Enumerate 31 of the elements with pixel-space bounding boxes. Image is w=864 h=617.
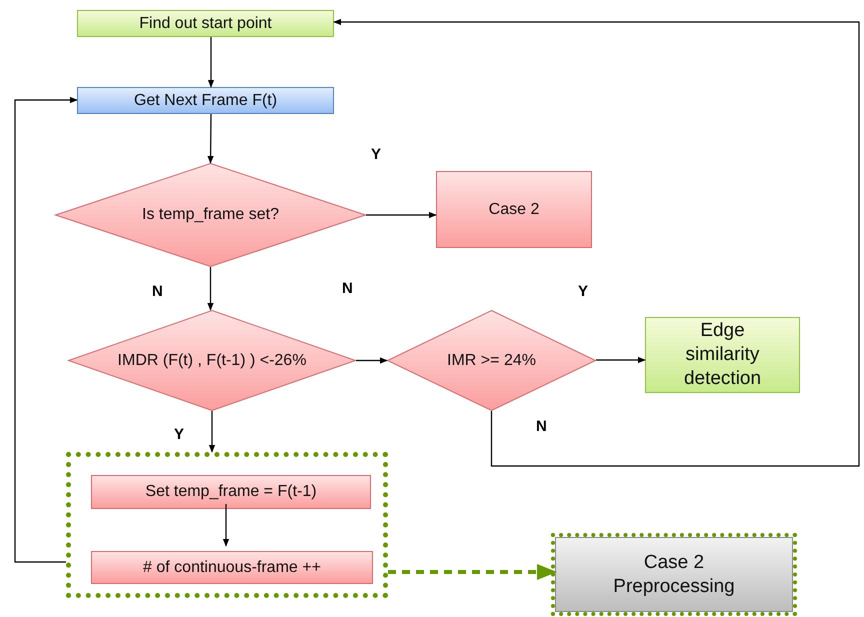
process-box: [645, 317, 800, 393]
arrow: [208, 37, 214, 88]
process-box: [91, 475, 371, 509]
arrow: [207, 267, 214, 311]
node-label: Is temp_frame set?: [142, 206, 279, 224]
decision-diamond: [387, 310, 596, 411]
decision-diamond: [55, 163, 366, 267]
arrow: [207, 114, 214, 164]
process-box: [77, 87, 334, 114]
process-box: [91, 551, 373, 584]
dashed-arrow: [388, 564, 557, 580]
process-box: [77, 10, 334, 37]
decision-diamond: [68, 310, 356, 411]
arrow: [14, 96, 78, 563]
node-label: Get Next Frame F(t): [134, 92, 278, 110]
dashed-group-box: [66, 452, 388, 598]
arrow: [356, 357, 388, 364]
arrow: [596, 356, 646, 364]
node-label: IMR >= 24%: [447, 352, 536, 370]
node-label: # of continuous-frame ++: [143, 558, 321, 576]
arrow: [222, 504, 230, 547]
node-label: Edge similarity detection: [682, 319, 762, 391]
node-label: Set temp_frame = F(t-1): [145, 483, 317, 501]
arrow: [366, 212, 437, 218]
arrow: [208, 411, 216, 453]
node-label: Find out start point: [139, 14, 272, 32]
arrow: [333, 18, 860, 467]
process-box: [436, 171, 592, 248]
node-label: Case 2: [488, 200, 540, 218]
node-label: IMDR (F(t) , F(t-1) ) <-26%: [118, 352, 306, 370]
node-label: Case 2 Preprocessing: [612, 550, 736, 598]
